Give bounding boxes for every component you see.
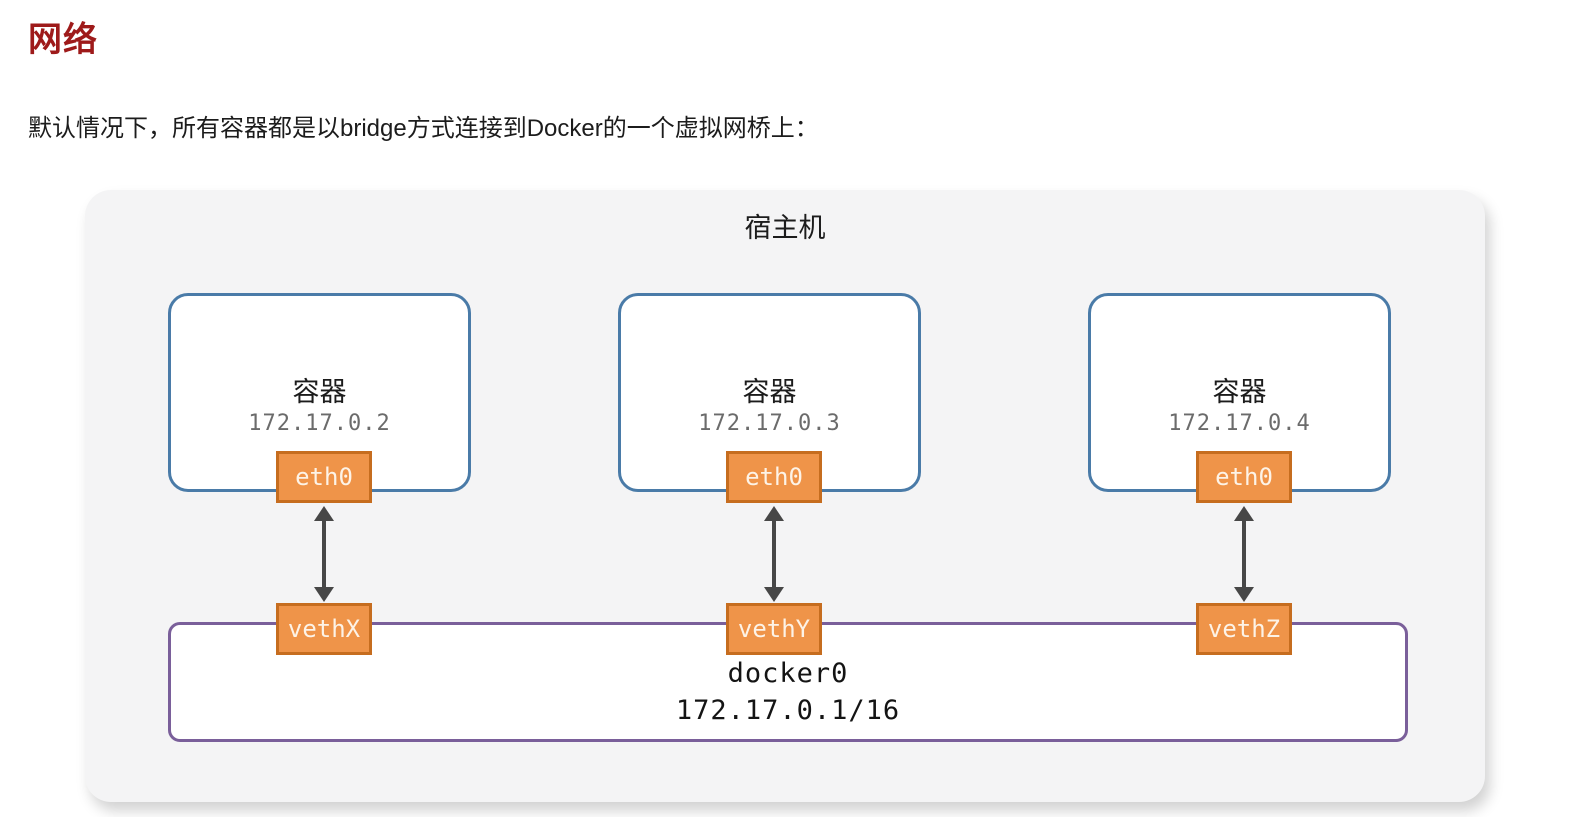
host-machine-label: 宿主机 bbox=[744, 213, 826, 243]
arrowhead-down-icon bbox=[1234, 587, 1254, 602]
container-ip: 172.17.0.2 bbox=[248, 411, 391, 436]
veth-connection-arrow-2 bbox=[764, 506, 784, 602]
eth0-box-2: eth0 bbox=[726, 451, 822, 503]
container-ip: 172.17.0.4 bbox=[1168, 411, 1311, 436]
veth-box-2: vethY bbox=[726, 603, 822, 655]
bridge-cidr: 172.17.0.1/16 bbox=[675, 695, 901, 726]
container-ip: 172.17.0.3 bbox=[698, 411, 841, 436]
veth-box-3: vethZ bbox=[1196, 603, 1292, 655]
arrow-shaft bbox=[772, 521, 776, 587]
veth-connection-arrow-3 bbox=[1234, 506, 1254, 602]
arrowhead-up-icon bbox=[764, 506, 784, 521]
arrow-shaft bbox=[322, 521, 326, 587]
container-label: 容器 bbox=[292, 377, 347, 407]
container-box-1: 容器 172.17.0.2 bbox=[168, 293, 471, 492]
container-box-2: 容器 172.17.0.3 bbox=[618, 293, 921, 492]
bridge-name: docker0 bbox=[727, 658, 849, 689]
arrowhead-down-icon bbox=[314, 587, 334, 602]
arrowhead-down-icon bbox=[764, 587, 784, 602]
arrowhead-up-icon bbox=[314, 506, 334, 521]
veth-box-1: vethX bbox=[276, 603, 372, 655]
eth0-box-3: eth0 bbox=[1196, 451, 1292, 503]
veth-connection-arrow-1 bbox=[314, 506, 334, 602]
container-label: 容器 bbox=[742, 377, 797, 407]
intro-paragraph: 默认情况下，所有容器都是以bridge方式连接到Docker的一个虚拟网桥上： bbox=[28, 115, 819, 142]
arrow-shaft bbox=[1242, 521, 1246, 587]
arrowhead-up-icon bbox=[1234, 506, 1254, 521]
container-label: 容器 bbox=[1212, 377, 1267, 407]
page-title: 网络 bbox=[28, 21, 98, 59]
eth0-box-1: eth0 bbox=[276, 451, 372, 503]
